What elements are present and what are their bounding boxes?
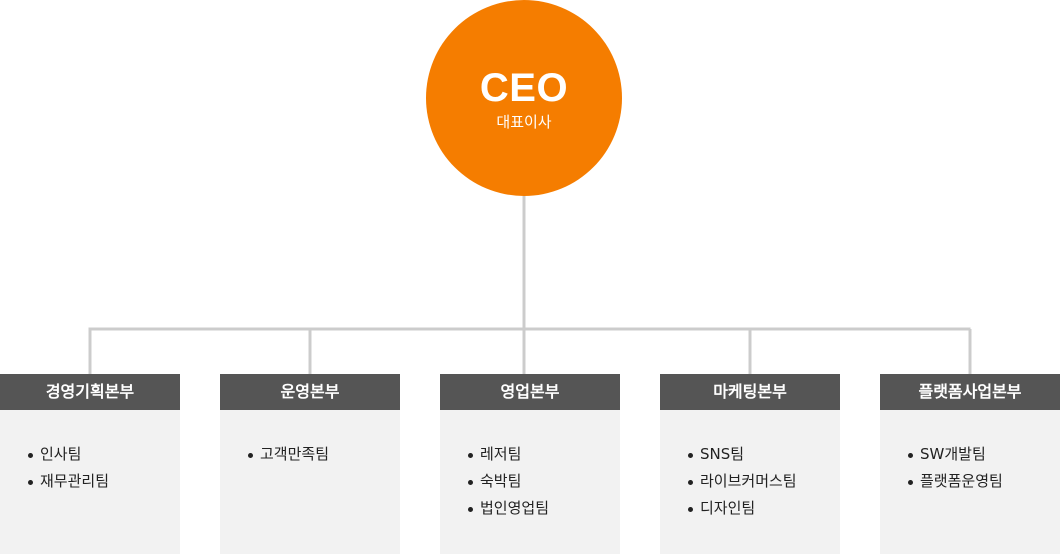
dept-header: 경영기획본부: [0, 374, 180, 410]
dept-header: 플랫폼사업본부: [880, 374, 1060, 410]
dept-header: 영업본부: [440, 374, 620, 410]
team-item: SW개발팀: [904, 441, 1060, 468]
dept-box-platform-business: 플랫폼사업본부 SW개발팀 플랫폼운영팀: [880, 374, 1060, 554]
team-item: 고객만족팀: [244, 441, 400, 468]
team-list: SW개발팀 플랫폼운영팀: [880, 410, 1060, 495]
dept-box-marketing: 마케팅본부 SNS팀 라이브커머스팀 디자인팀: [660, 374, 840, 554]
ceo-subtitle: 대표이사: [496, 113, 552, 131]
dept-header: 운영본부: [220, 374, 400, 410]
team-item: 디자인팀: [684, 495, 840, 522]
team-list: 레저팀 숙박팀 법인영업팀: [440, 410, 620, 522]
team-list: SNS팀 라이브커머스팀 디자인팀: [660, 410, 840, 522]
ceo-title: CEO: [479, 66, 569, 110]
ceo-node: CEO 대표이사: [426, 0, 622, 196]
team-list: 고객만족팀: [220, 410, 400, 468]
dept-box-operations: 운영본부 고객만족팀: [220, 374, 400, 554]
team-item: 레저팀: [464, 441, 620, 468]
team-item: 숙박팀: [464, 468, 620, 495]
dept-box-management-planning: 경영기획본부 인사팀 재무관리팀: [0, 374, 180, 554]
dept-box-sales: 영업본부 레저팀 숙박팀 법인영업팀: [440, 374, 620, 554]
team-item: 재무관리팀: [24, 468, 180, 495]
team-item: SNS팀: [684, 441, 840, 468]
team-item: 라이브커머스팀: [684, 468, 840, 495]
team-item: 플랫폼운영팀: [904, 468, 1060, 495]
team-list: 인사팀 재무관리팀: [0, 410, 180, 495]
team-item: 인사팀: [24, 441, 180, 468]
dept-header: 마케팅본부: [660, 374, 840, 410]
team-item: 법인영업팀: [464, 495, 620, 522]
